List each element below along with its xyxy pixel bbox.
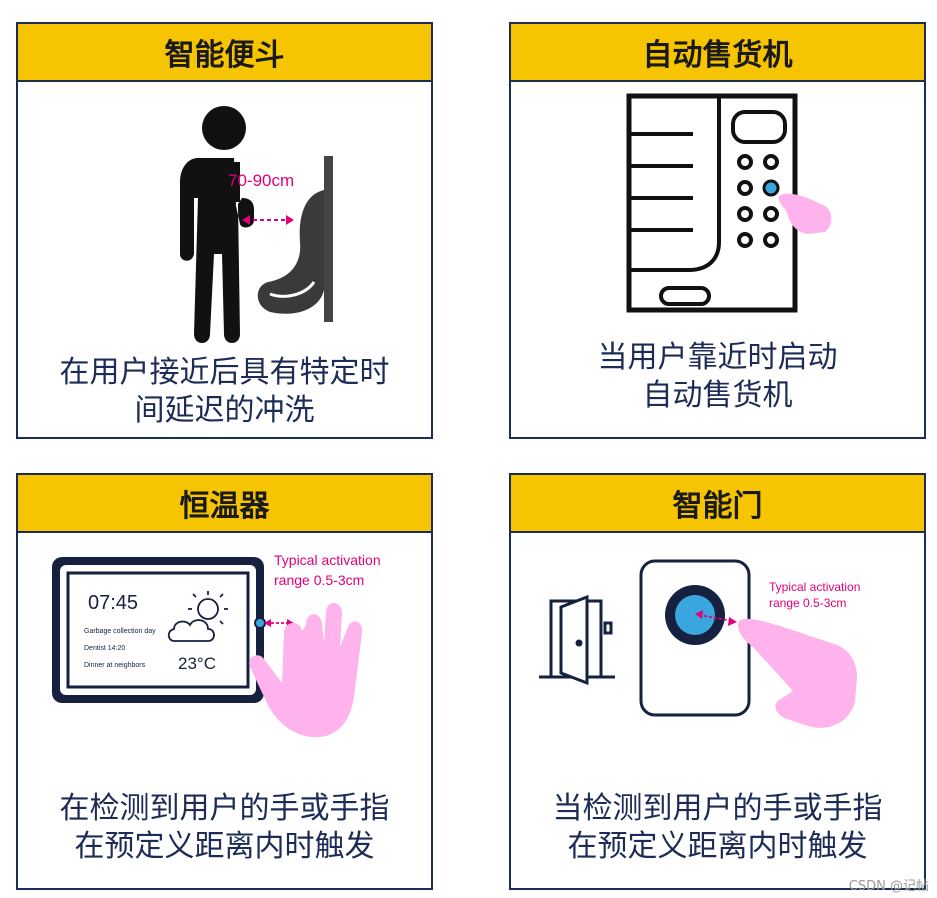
card-thermostat: 恒温器 07:45 Garbage collection day Dentist… [16, 473, 433, 890]
card-vending-machine: 自动售货机 当用户靠近时启动 自动售货机 [509, 22, 926, 439]
distance-label: 70-90cm [228, 171, 294, 190]
agenda-item-1: Garbage collection day [84, 628, 156, 635]
card-smart-urinal: 智能便斗 70-90cm 在用户接近后具有特定时 间延迟的冲洗 [16, 22, 433, 439]
door-icon [539, 594, 615, 686]
watermark: CSDN @记帖 [848, 879, 929, 894]
agenda-item-3: Dinner at neighbors [84, 662, 146, 669]
urinal-illustration: 70-90cm [180, 106, 333, 343]
range-label-line-2: range 0.5-3cm [274, 572, 364, 588]
vending-machine-illustration [626, 93, 832, 313]
range-label-line-1: Typical activation [769, 580, 860, 594]
smart-door-illustration: Typical activation range 0.5-3cm [539, 559, 860, 728]
card-title: 智能便斗 [18, 24, 431, 82]
range-label-line-2: range 0.5-3cm [769, 596, 846, 610]
hand-icon [778, 193, 832, 234]
pressed-button [762, 179, 780, 197]
hand-icon [249, 602, 363, 738]
card-title: 自动售货机 [511, 24, 924, 82]
weather-sun-cloud-icon [167, 591, 228, 642]
thermostat-illustration: 07:45 Garbage collection day Dentist 14:… [52, 552, 381, 738]
card-title: 智能门 [511, 475, 924, 533]
range-label-line-1: Typical activation [274, 552, 381, 568]
card-smart-door: 智能门 Typical activation range 0.5-3cm 当检测… [509, 473, 926, 890]
temperature-readout: 23°C [178, 654, 216, 673]
caption-line-2: 自动售货机 [642, 378, 793, 413]
sensor-button [675, 595, 715, 635]
clock-time: 07:45 [88, 592, 138, 614]
caption-line-2: 间延迟的冲洗 [134, 393, 315, 428]
caption-line-2: 在预定义距离内时触发 [567, 829, 868, 864]
hand-icon [738, 618, 857, 728]
card-title: 恒温器 [18, 475, 431, 533]
caption-line-1: 在检测到用户的手或手指 [59, 791, 390, 826]
caption-line-1: 在用户接近后具有特定时 [59, 355, 390, 390]
caption-line-2: 在预定义距离内时触发 [74, 829, 375, 864]
agenda-item-2: Dentist 14:20 [84, 645, 125, 652]
caption-line-1: 当检测到用户的手或手指 [552, 791, 883, 826]
caption-line-1: 当用户靠近时启动 [597, 340, 838, 375]
